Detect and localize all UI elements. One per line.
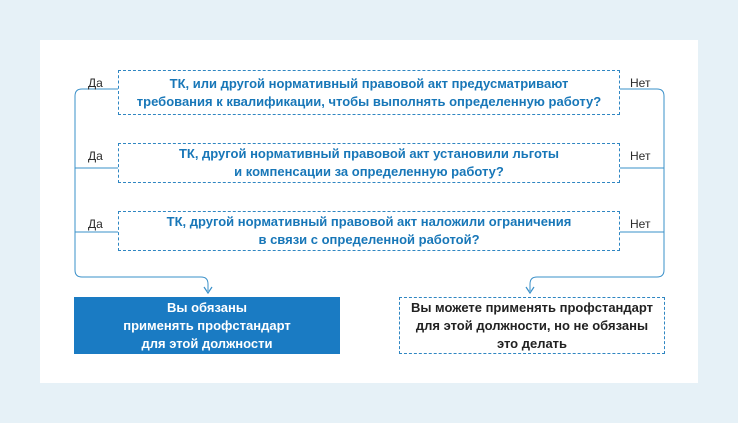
no-label-3: Нет xyxy=(630,217,651,231)
result-obliged: Вы обязаны применять профстандарт для эт… xyxy=(74,297,340,354)
yes-arrowhead xyxy=(203,286,213,295)
result-optional-line-3: это делать xyxy=(496,335,568,351)
yes-label-1: Да xyxy=(88,76,103,90)
yes-label-3: Да xyxy=(88,217,103,231)
result-optional-line-1: Вы можете применять профстандарт xyxy=(410,299,654,315)
question-box-3: ТК, другой нормативный правовой акт нало… xyxy=(118,211,620,251)
question-box-1: ТК, или другой нормативный правовой акт … xyxy=(118,70,620,115)
result-obliged-line-1: Вы обязаны xyxy=(167,299,247,315)
question-2-line-2: и компенсации за определенную работу? xyxy=(234,164,504,179)
question-2-line-1: ТК, другой нормативный правовой акт уста… xyxy=(178,146,560,161)
question-box-2: ТК, другой нормативный правовой акт уста… xyxy=(118,143,620,183)
no-rail xyxy=(529,88,665,291)
result-optional-line-2: для этой должности, но не обязаны xyxy=(415,317,649,333)
result-obliged-line-2: применять профстандарт xyxy=(123,317,291,333)
no-arrowhead xyxy=(525,286,535,295)
no-label-1: Нет xyxy=(630,76,651,90)
no-label-2: Нет xyxy=(630,149,651,163)
question-3-line-2: в связи с определенной работой? xyxy=(258,232,480,247)
question-1-line-2: требования к квалификации, чтобы выполня… xyxy=(136,93,602,109)
result-obliged-line-3: для этой должности xyxy=(141,335,273,351)
yes-rail xyxy=(74,88,209,291)
yes-label-2: Да xyxy=(88,149,103,163)
question-1-line-1: ТК, или другой нормативный правовой акт … xyxy=(169,75,569,91)
question-3-line-1: ТК, другой нормативный правовой акт нало… xyxy=(166,214,572,229)
result-optional: Вы можете применять профстандарт для это… xyxy=(399,297,665,354)
